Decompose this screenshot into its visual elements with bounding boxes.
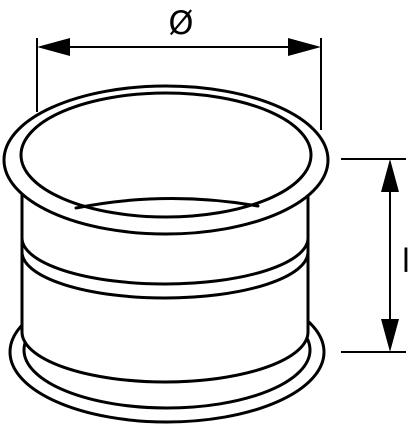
length-label: l bbox=[402, 242, 411, 280]
middle-band-top bbox=[20, 236, 310, 286]
length-arrow-bottom bbox=[381, 319, 399, 352]
sleeve-body bbox=[20, 178, 310, 384]
diameter-label: Ø bbox=[168, 4, 193, 42]
length-dimension: l bbox=[341, 158, 411, 353]
diameter-arrow-right bbox=[288, 38, 321, 56]
middle-band-bottom bbox=[20, 250, 310, 300]
top-rim bbox=[2, 84, 330, 236]
length-arrow-top bbox=[381, 159, 399, 192]
inner-wall-edge bbox=[74, 197, 260, 210]
diameter-arrow-left bbox=[37, 38, 70, 56]
diameter-dimension: Ø bbox=[36, 4, 322, 130]
